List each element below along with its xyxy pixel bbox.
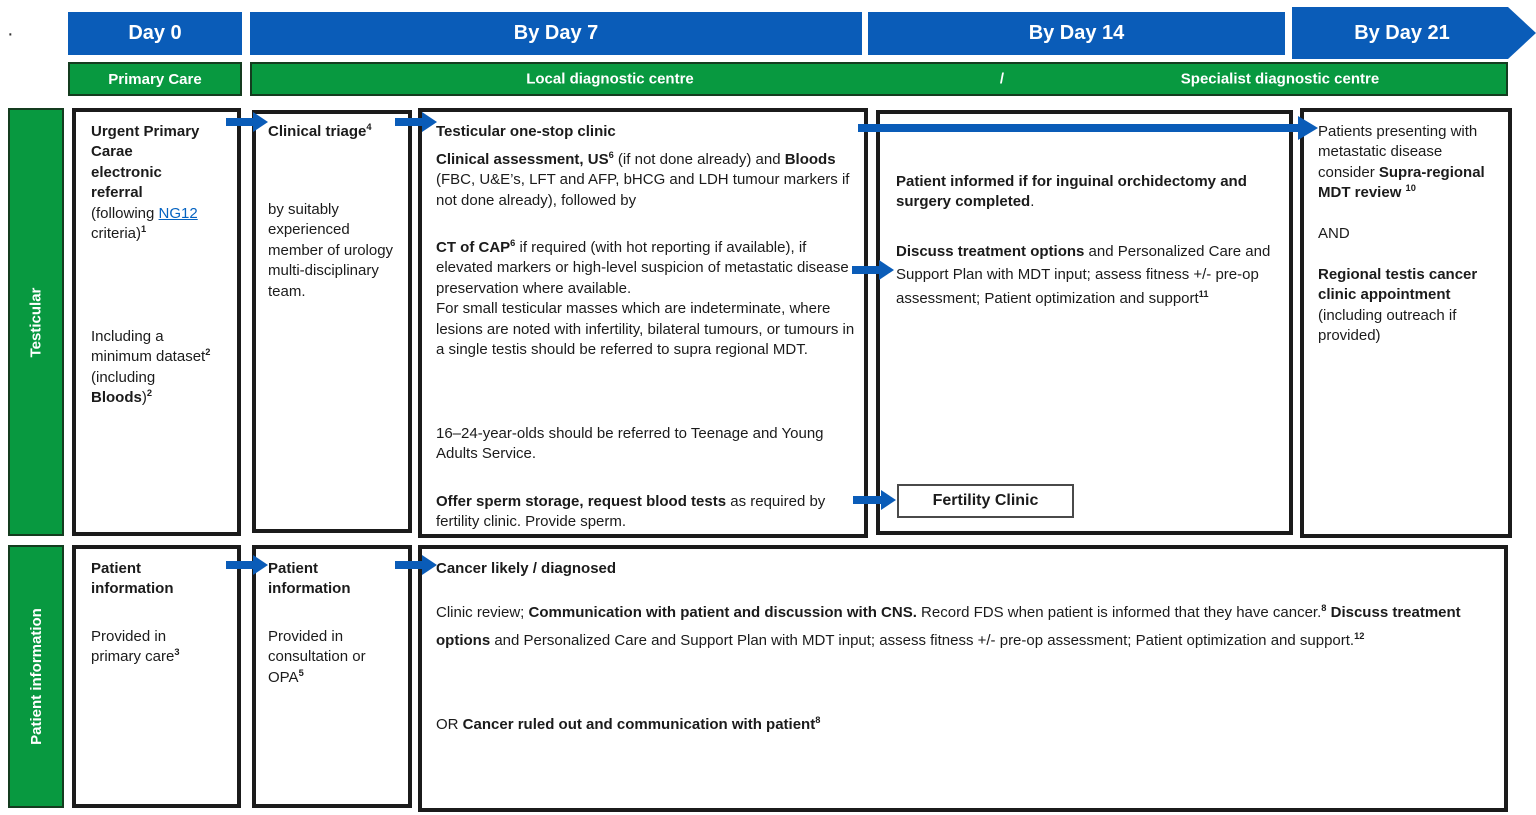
box-day21-mdt: Patients presenting with metastatic dise… xyxy=(1300,108,1512,538)
box-clinical-triage: Clinical triage4 by suitably experienced… xyxy=(252,110,412,533)
box-patient-info-opa: Patient information Provided in consulta… xyxy=(252,545,412,808)
onestop-tya: 16–24-year-olds should be referred to Te… xyxy=(436,425,824,463)
timeline-day14-header: By Day 14 xyxy=(868,12,1285,55)
box-day14-actions: Patient informed if for inguinal orchide… xyxy=(876,110,1293,535)
onestop-sperm-storage: Offer sperm storage, request blood tests… xyxy=(436,493,826,531)
row-label-patient-information: Patient information xyxy=(8,545,64,808)
onestop-title: Testicular one-stop clinic xyxy=(436,123,616,140)
timeline-day14-label: By Day 14 xyxy=(1028,22,1125,44)
outcome-ruled-out: OR Cancer ruled out and communication wi… xyxy=(436,715,821,733)
row-label-testicular: Testicular xyxy=(8,108,64,536)
arrow-info-opa-to-outcome xyxy=(395,555,437,575)
timeline-day7-header: By Day 7 xyxy=(250,12,862,55)
arrow-info-primary-to-opa xyxy=(226,555,268,575)
stage-separator: / xyxy=(999,70,1005,88)
timeline-day0-header: Day 0 xyxy=(68,12,242,55)
clinical-triage-title: Clinical triage4 xyxy=(268,122,372,140)
ng12-link[interactable]: NG12 xyxy=(158,204,198,222)
stage-diagnostic-centres: Local diagnostic centre / Specialist dia… xyxy=(250,62,1508,96)
arrow-triage-to-onestop xyxy=(395,112,437,132)
outcome-title: Cancer likely / diagnosed xyxy=(436,560,617,577)
onestop-ct: CT of CAP6 if required (with hot reporti… xyxy=(436,238,855,358)
arrow-onestop-to-day14 xyxy=(852,260,894,280)
stage-local-label: Local diagnostic centre xyxy=(526,70,694,88)
box-cancer-outcome: Cancer likely / diagnosed Clinic review;… xyxy=(418,545,1508,812)
arrow-to-fertility-clinic xyxy=(853,490,896,510)
timeline-day0-label: Day 0 xyxy=(128,22,182,44)
fertility-clinic-box: Fertility Clinic xyxy=(897,484,1074,518)
patient-info-primary-title: Patient information xyxy=(91,560,174,598)
stray-dot: · xyxy=(7,23,14,45)
arrow-onestop-to-day21 xyxy=(858,116,1318,140)
arrow-referral-to-triage xyxy=(226,112,268,132)
timeline-day21-label: By Day 21 xyxy=(1354,21,1450,44)
box-patient-info-primary: Patient information Provided in primary … xyxy=(72,545,241,808)
clinical-triage-body: by suitably experienced member of urolog… xyxy=(268,201,394,300)
patient-info-opa-body: Provided in consultation or OPA5 xyxy=(268,628,366,686)
day14-treatment-options: Discuss treatment options and Personaliz… xyxy=(896,243,1271,307)
stage-primary-care-label: Primary Care xyxy=(108,70,202,88)
onestop-assessment: Clinical assessment, US6 (if not done al… xyxy=(436,150,850,209)
patient-info-primary-body: Provided in primary care3 xyxy=(91,628,180,666)
urgent-referral-dataset: Including a minimum dataset2 (including … xyxy=(91,328,211,407)
patient-info-opa-title: Patient information xyxy=(268,560,351,598)
timeline-day7-label: By Day 7 xyxy=(513,22,599,44)
timeline-day21-header: By Day 21 xyxy=(1292,7,1536,59)
outcome-review: Clinic review; Communication with patien… xyxy=(436,603,1461,649)
fertility-clinic-label: Fertility Clinic xyxy=(932,492,1039,509)
box-onestop-clinic: Testicular one-stop clinic Clinical asse… xyxy=(418,108,868,538)
day21-content: Patients presenting with metastatic dise… xyxy=(1318,123,1485,344)
day14-orchidectomy: Patient informed if for inguinal orchide… xyxy=(896,173,1247,211)
stage-specialist-label: Specialist diagnostic centre xyxy=(1180,70,1380,88)
stage-primary-care: Primary Care xyxy=(68,62,242,96)
